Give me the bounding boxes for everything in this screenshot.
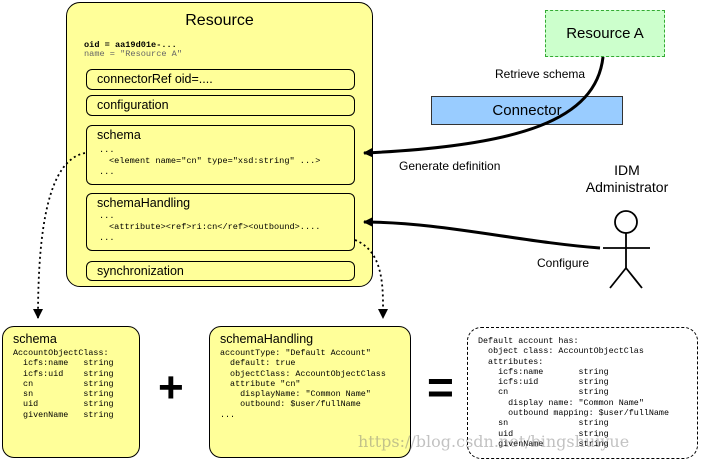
- bottom-schema-box: schema AccountObjectClass: icfs:name str…: [2, 326, 140, 458]
- retrieve-schema-label: Retrieve schema: [495, 67, 586, 81]
- administrator-stick-figure: [603, 210, 650, 289]
- bottom-schema-handling-title: schemaHandling: [220, 332, 314, 346]
- connector-box: Connector: [431, 96, 623, 125]
- configuration-slot: configuration: [86, 95, 355, 116]
- schema-slot: schema ... <element name="cn" type="xsd:…: [86, 125, 355, 185]
- resource-oid: oid = aa19d01e-...: [84, 40, 177, 50]
- bottom-schema-handling-box: schemaHandling accountType: "Default Acc…: [209, 326, 411, 458]
- configuration-label: configuration: [97, 98, 169, 112]
- retrieve-schema-arrow: [363, 56, 605, 158]
- result-box: Default account has: object class: Accou…: [467, 327, 698, 459]
- resource-name: name = "Resource A": [84, 49, 182, 59]
- watermark: https://blog.csdn.net/bingshuiyue: [358, 432, 630, 451]
- schema-handling-dotted-arrow: [354, 239, 389, 319]
- connector-ref-slot: connectorRef oid=....: [86, 69, 355, 90]
- schema-handling-slot-line1: ...: [99, 211, 115, 221]
- schema-dotted-arrow: [33, 152, 86, 319]
- generate-definition-label: Generate definition: [399, 159, 501, 173]
- bottom-schema-body: AccountObjectClass: icfs:name string icf…: [13, 348, 114, 420]
- schema-slot-line2: <element name="cn" type="xsd:string" ...…: [109, 156, 321, 166]
- bottom-schema-handling-body: accountType: "Default Account" default: …: [220, 348, 386, 420]
- resource-a-box: Resource A: [545, 10, 665, 57]
- resource-title: Resource: [185, 12, 254, 29]
- schema-slot-line3: ...: [99, 167, 115, 177]
- result-body: Default account has: object class: Accou…: [478, 336, 669, 449]
- bottom-schema-title: schema: [13, 332, 57, 346]
- configure-arrow: [363, 217, 601, 250]
- synchronization-label: synchronization: [97, 264, 184, 278]
- resource-box: Resource oid = aa19d01e-... name = "Reso…: [66, 2, 373, 287]
- equals-sign: =: [427, 361, 454, 413]
- resource-a-label: Resource A: [566, 25, 644, 42]
- plus-sign: +: [158, 363, 184, 412]
- connector-label: Connector: [492, 102, 562, 119]
- schema-slot-title: schema: [97, 128, 141, 142]
- schema-handling-slot-line2: <attribute><ref>ri:cn</ref><outbound>...…: [109, 222, 321, 232]
- schema-handling-slot-title: schemaHandling: [97, 196, 191, 210]
- schema-handling-slot-line3: ...: [99, 233, 115, 243]
- schema-handling-slot: schemaHandling ... <attribute><ref>ri:cn…: [86, 193, 355, 251]
- idm-administrator-label: IDM Administrator: [585, 162, 669, 195]
- synchronization-slot: synchronization: [86, 261, 355, 281]
- configure-label: Configure: [537, 256, 590, 270]
- connector-ref-label: connectorRef oid=....: [97, 72, 213, 86]
- schema-slot-line1: ...: [99, 145, 115, 155]
